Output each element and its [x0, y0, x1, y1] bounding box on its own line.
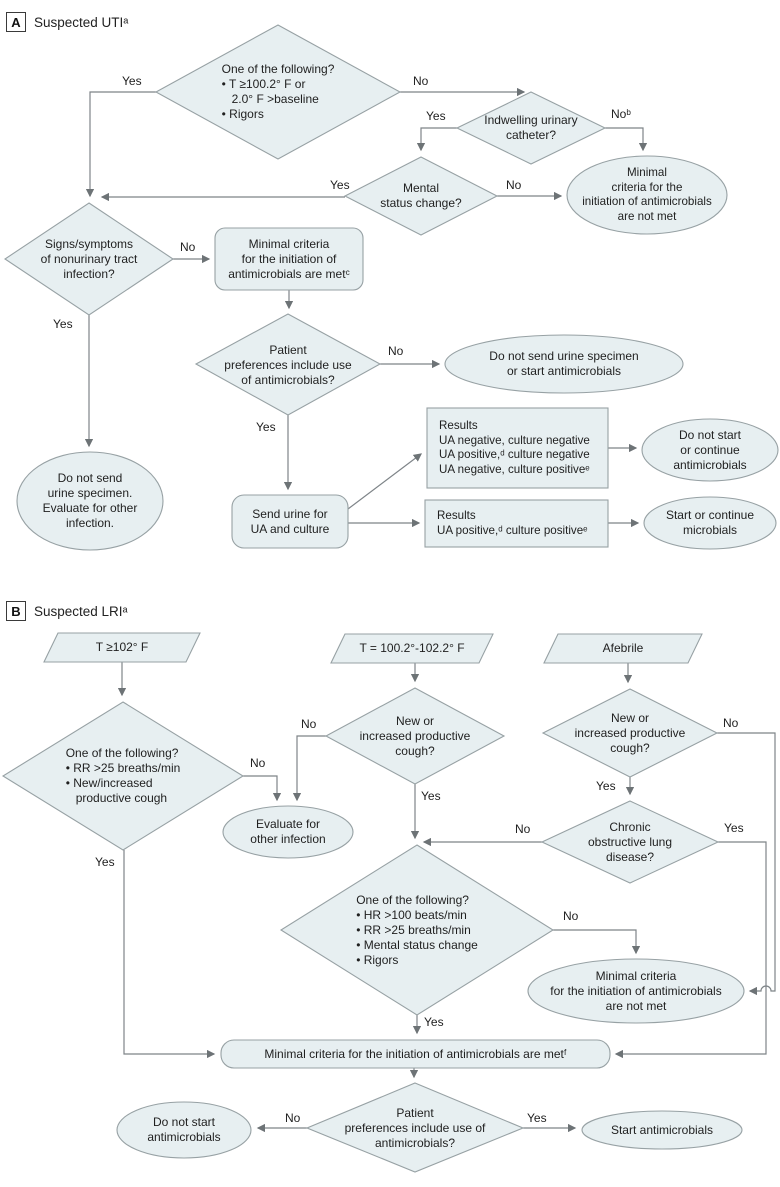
edge-send-to-results-negative	[347, 453, 423, 510]
panel-a-title: Suspected UTIᵃ	[34, 15, 129, 30]
edge-label-mental-no: No	[506, 178, 522, 192]
connectors-panel-b	[117, 662, 776, 1133]
edge-label-fever-no: No	[413, 74, 429, 88]
edge-label-signs-yes: Yes	[53, 317, 73, 331]
edge-label-preferences-a-no: No	[388, 344, 404, 358]
shape-send-urine-box	[231, 494, 349, 549]
edge-catheter-no	[605, 127, 648, 152]
shape-signs-diamond	[4, 202, 174, 316]
edge-resp-yes	[123, 850, 216, 1059]
edge-label-fever-yes: Yes	[122, 74, 142, 88]
panel-b-title: Suspected LRIᵃ	[34, 604, 128, 619]
edge-label-cough-right-no: No	[723, 716, 739, 730]
shape-start-ellipse	[581, 1110, 743, 1150]
shapes-panel-a	[4, 24, 779, 551]
edge-vitals-no	[553, 929, 641, 955]
shape-met-box-b	[220, 1039, 611, 1069]
edge-label-preferences-a-yes: Yes	[256, 420, 276, 434]
shape-temp-mid-parallelogram	[330, 633, 494, 664]
edge-label-resp-yes: Yes	[95, 855, 115, 869]
shape-do-not-send-ellipse	[16, 451, 164, 551]
shape-catheter-diamond	[455, 91, 607, 165]
shape-evaluate-ellipse	[222, 805, 354, 859]
edge-cough-mid-no	[292, 735, 326, 802]
shape-not-met-ellipse-b	[527, 958, 745, 1024]
shape-cough-mid-diamond	[324, 687, 506, 785]
edge-label-signs-no: No	[180, 240, 196, 254]
edge-fever-yes	[85, 91, 156, 198]
edge-label-vitals-no: No	[563, 909, 579, 923]
edge-label-catheter-no: Noᵇ	[611, 107, 631, 121]
shape-met-box-a	[214, 227, 364, 291]
shapes-panel-b	[1, 632, 745, 1173]
shape-results-negative-box	[426, 407, 609, 489]
shape-copd-diamond	[540, 800, 720, 884]
shape-preferences-diamond-b	[305, 1082, 525, 1173]
edge-label-copd-yes: Yes	[724, 821, 744, 835]
shape-cough-right-diamond	[541, 688, 719, 778]
panel-b-label: B	[6, 601, 26, 621]
edge-label-cough-mid-yes: Yes	[421, 789, 441, 803]
shape-fever-check-diamond	[154, 24, 402, 160]
edge-label-preferences-b-no: No	[285, 1111, 301, 1125]
edge-resp-no	[243, 775, 282, 802]
edge-label-vitals-yes: Yes	[424, 1015, 444, 1029]
edge-copd-yes	[614, 841, 767, 1059]
shape-preferences-diamond-a	[194, 313, 382, 416]
edge-label-cough-mid-no: No	[301, 717, 317, 731]
edge-label-preferences-b-yes: Yes	[527, 1111, 547, 1125]
shape-results-positive-box	[424, 499, 609, 548]
shape-temp-high-parallelogram	[43, 632, 201, 663]
connectors-panel-a	[84, 87, 648, 528]
edge-label-catheter-yes: Yes	[426, 109, 446, 123]
edge-label-copd-no: No	[515, 822, 531, 836]
shape-afebrile-parallelogram	[543, 633, 703, 664]
shape-do-not-start-ellipse	[116, 1101, 252, 1159]
edge-label-cough-right-yes: Yes	[596, 779, 616, 793]
shape-vitals-check-diamond	[279, 844, 555, 1016]
shape-do-not-start-continue-ellipse	[641, 418, 779, 482]
edge-cough-right-no	[717, 732, 776, 996]
edge-label-mental-yes: Yes	[330, 178, 350, 192]
panel-a-label: A	[6, 12, 26, 32]
edge-catheter-yes	[416, 127, 457, 152]
shape-not-met-ellipse-a	[566, 155, 728, 235]
shape-start-continue-ellipse	[643, 496, 777, 550]
edge-label-resp-no: No	[250, 756, 266, 770]
shape-mental-diamond	[343, 156, 499, 236]
shape-do-not-send-or-start-ellipse	[444, 334, 684, 394]
shape-resp-check-diamond	[1, 701, 245, 851]
